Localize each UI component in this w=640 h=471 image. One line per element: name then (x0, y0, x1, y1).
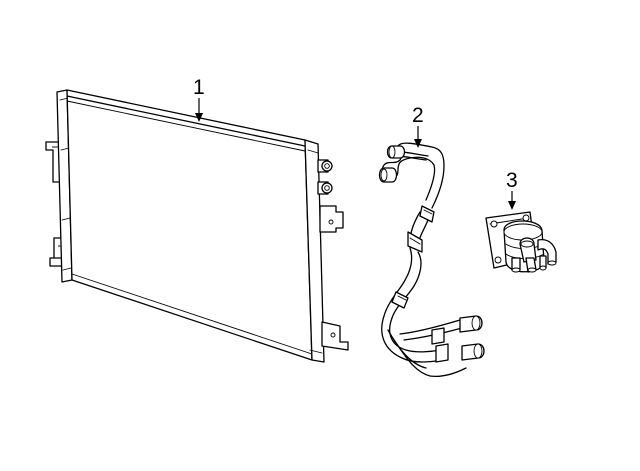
callout-3: 3 (506, 169, 518, 210)
callout-label-3: 3 (506, 169, 518, 192)
cooler-lines-part-2[interactable] (378, 142, 485, 378)
oil-cooler-part-3[interactable] (485, 211, 557, 273)
callout-2: 2 (412, 104, 424, 148)
callout-1: 1 (193, 76, 205, 122)
condenser-part-1[interactable] (45, 89, 349, 363)
right-mounting-brackets (319, 205, 349, 351)
callout-label-1: 1 (193, 76, 205, 99)
callout-label-2: 2 (412, 104, 424, 127)
condenser-fittings (317, 159, 333, 195)
